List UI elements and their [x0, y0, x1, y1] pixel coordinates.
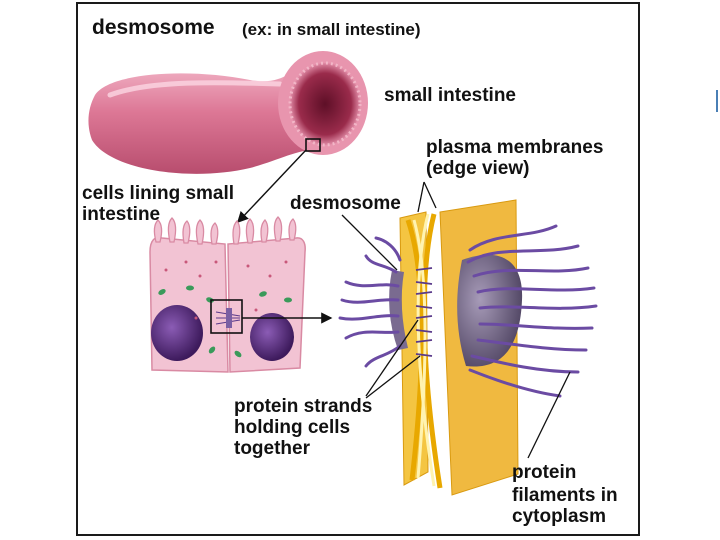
edge-mark — [716, 90, 718, 112]
zoom-arrow-cells — [237, 149, 307, 224]
title-subtitle: (ex: in small intestine) — [242, 20, 421, 39]
label-plasma-membranes: plasma membranes — [426, 137, 604, 158]
small-intestine-tube — [88, 51, 368, 174]
label-filaments-in: filaments in — [512, 485, 618, 506]
label-together: together — [234, 438, 310, 459]
label-desmosome: desmosome — [290, 193, 401, 214]
label-cytoplasm: cytoplasm — [512, 506, 606, 527]
label-protein: protein — [512, 462, 577, 483]
label-intestine: intestine — [82, 204, 161, 225]
intestinal-cells — [149, 216, 306, 373]
label-holding-cells: holding cells — [234, 417, 351, 438]
label-protein-strands: protein strands — [234, 396, 373, 417]
label-edge-view: (edge view) — [426, 158, 530, 179]
leader-lines — [341, 181, 571, 459]
label-cells-lining: cells lining small — [82, 183, 235, 204]
desmosome-detail — [338, 199, 598, 496]
label-small-intestine: small intestine — [384, 85, 516, 106]
title-main: desmosome — [92, 16, 215, 39]
